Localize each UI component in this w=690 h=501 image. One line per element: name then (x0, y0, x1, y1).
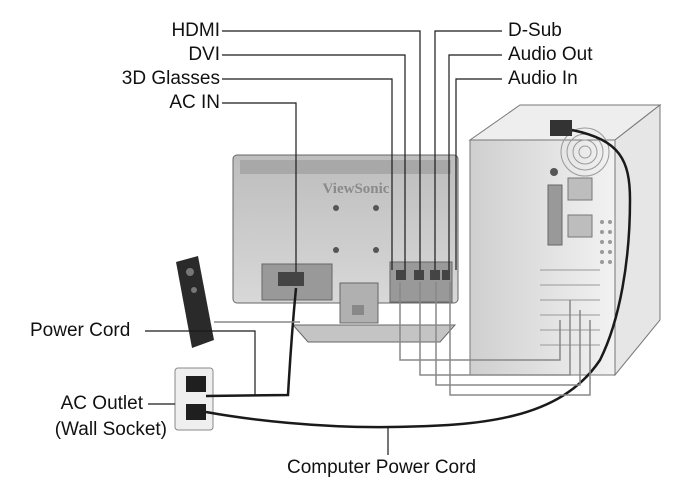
label-ac-outlet: AC Outlet (60, 393, 143, 414)
label-d-sub: D-Sub (508, 20, 562, 41)
label-audio-in: Audio In (508, 68, 578, 89)
vent-holes (600, 220, 612, 264)
label-wall-socket: (Wall Socket) (54, 419, 167, 440)
power-cord-cable (205, 287, 298, 398)
label-dvi: DVI (188, 44, 220, 65)
label-3d-glasses: 3D Glasses (121, 68, 220, 89)
wall-socket (174, 367, 214, 431)
signal-cables (214, 282, 591, 396)
monitor-brand-logo: ViewSonic (323, 181, 390, 197)
computer-tower (468, 103, 662, 377)
monitor-back: ViewSonic (232, 154, 459, 343)
label-audio-out: Audio Out (508, 44, 593, 65)
label-leaders (145, 30, 502, 455)
label-power-cord: Power Cord (30, 320, 131, 341)
cables (205, 128, 632, 429)
pc-power-socket (550, 120, 572, 136)
label-ac-in: AC IN (169, 92, 220, 113)
remote-control (176, 256, 214, 348)
computer-power-cord-cable (205, 128, 632, 429)
monitor-ac-in-port (278, 272, 304, 286)
label-hdmi: HDMI (171, 20, 220, 41)
label-computer-power-cord: Computer Power Cord (287, 457, 477, 478)
